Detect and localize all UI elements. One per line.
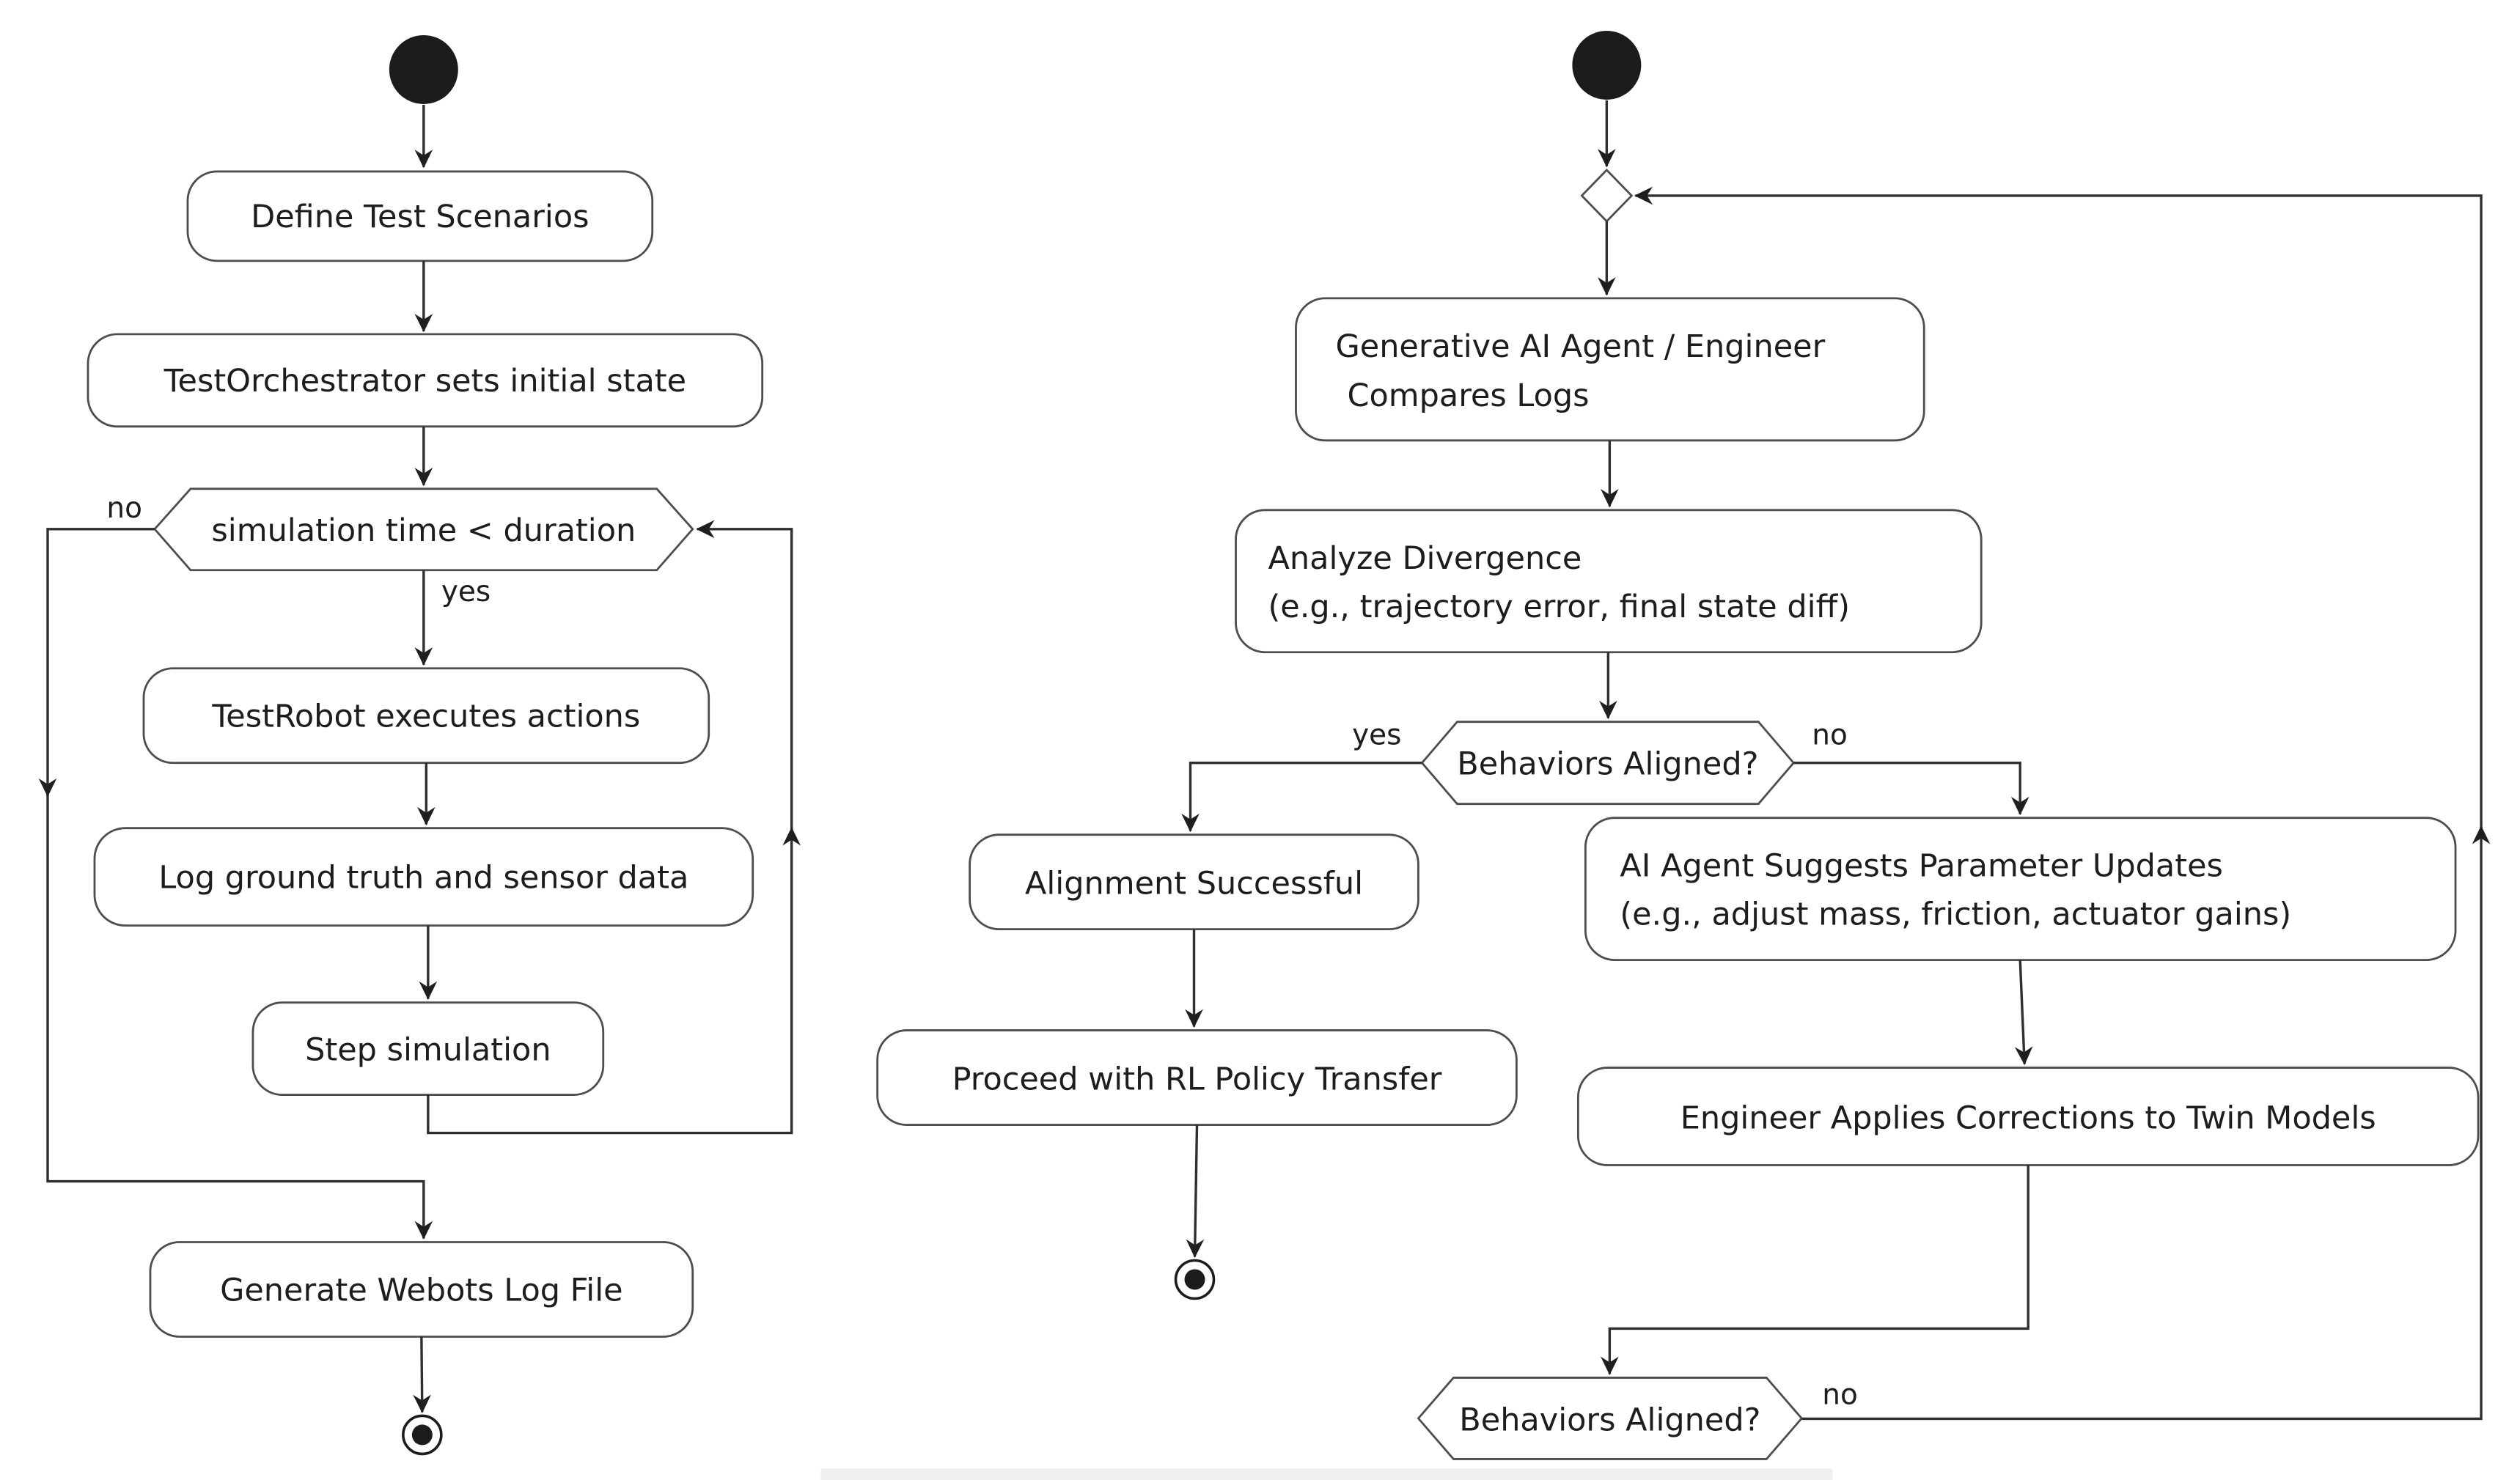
activity-compare-logs-line1: Generative AI Agent / Engineer	[1335, 328, 1825, 365]
decision-simulation-time	[153, 487, 694, 572]
activity-proceed-rl-transfer-label: Proceed with RL Policy Transfer	[952, 1061, 1442, 1098]
activity-analyze-divergence	[1235, 509, 1983, 654]
final-node-icon	[402, 1414, 443, 1456]
edge-proceed-to-end	[1186, 1124, 1205, 1258]
left-flow: Define Test Scenarios TestOrchestrator s…	[38, 34, 801, 1456]
activity-define-test-scenarios-label: Define Test Scenarios	[251, 199, 589, 235]
activity-analyze-divergence-line1: Analyze Divergence	[1268, 540, 1582, 577]
edge-label-no: no	[1822, 1378, 1858, 1411]
decision-behaviors-realigned-label: Behaviors Aligned?	[1459, 1402, 1760, 1438]
activity-apply-corrections-label: Engineer Applies Corrections to Twin Mod…	[1680, 1100, 2376, 1137]
activity-suggest-parameters-line2: (e.g., adjust mass, friction, actuator g…	[1620, 897, 2291, 933]
activity-step-simulation-label: Step simulation	[305, 1032, 551, 1069]
edge-loop-back	[427, 520, 793, 1135]
activity-compare-logs	[1295, 297, 1925, 442]
edge-recheck-no-feedback	[1634, 186, 2483, 1421]
activity-generate-webots-log-label: Generate Webots Log File	[220, 1272, 623, 1308]
activity-suggest-parameters	[1584, 817, 2457, 962]
activity-compare-logs-line2: Compares Logs	[1347, 378, 1589, 414]
edge-label-no: no	[1812, 719, 1848, 752]
initial-node-icon	[1572, 30, 1642, 100]
activity-alignment-successful-label: Alignment Successful	[1025, 866, 1363, 902]
edge-label-yes: yes	[441, 575, 491, 608]
edge-suggest-to-apply	[2014, 960, 2033, 1065]
activity-log-ground-truth-label: Log ground truth and sensor data	[158, 860, 688, 897]
edge-aligned-no	[1793, 761, 2029, 816]
edge-label-yes: yes	[1352, 719, 1401, 752]
initial-node-icon	[389, 34, 458, 104]
decision-behaviors-aligned-label: Behaviors Aligned?	[1457, 746, 1758, 783]
final-node-icon	[1174, 1259, 1216, 1300]
activity-suggest-parameters-line1: AI Agent Suggests Parameter Updates	[1620, 848, 2223, 885]
merge-diamond-icon	[1580, 168, 1634, 223]
edge-apply-to-recheck	[1601, 1165, 2029, 1375]
edge-label-no: no	[106, 492, 142, 525]
activity-log-ground-truth	[93, 827, 754, 927]
edge-aligned-yes	[1181, 761, 1422, 833]
decision-simulation-time-label: simulation time < duration	[211, 512, 636, 549]
activity-orchestrator-initial-state	[87, 333, 764, 428]
edge-loop-no-exit	[46, 528, 433, 1240]
activity-analyze-divergence-line2: (e.g., trajectory error, final state dif…	[1268, 589, 1850, 625]
right-flow: Generative AI Agent / Engineer Compares …	[876, 30, 2491, 1460]
activity-orchestrator-initial-state-label: TestOrchestrator sets initial state	[164, 363, 687, 400]
activity-testrobot-executes-label: TestRobot executes actions	[211, 699, 640, 735]
activity-define-test-scenarios	[186, 170, 654, 262]
cropped-footer-bar	[820, 1468, 1833, 1480]
